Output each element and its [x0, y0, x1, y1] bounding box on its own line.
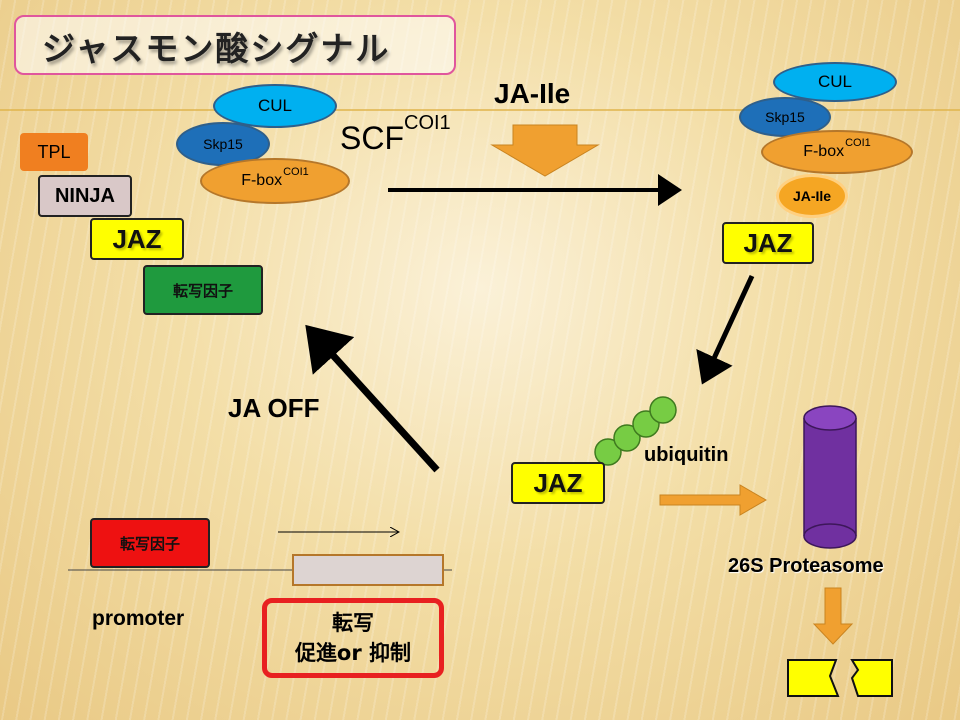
cul-ellipse-left: CUL: [213, 84, 337, 128]
cul-ellipse-right: CUL: [773, 62, 897, 102]
result-line-2: 促進or 抑制: [294, 641, 412, 665]
proteasome-label: 26S Proteasome: [728, 555, 884, 577]
ubiquitin-bead: [649, 396, 677, 424]
scf-sup: COI1: [404, 112, 451, 134]
proteasome-cylinder: [803, 405, 857, 549]
result-box: 転写 促進or 抑制: [262, 598, 444, 678]
fbox-label: F-box: [241, 172, 283, 189]
ubiquitin-orange-arrow: [659, 484, 768, 516]
ja-off-label: JA OFF: [228, 393, 320, 423]
scf-label: SCFCOI1: [340, 112, 451, 156]
ubiquitin-label: ubiquitin: [644, 444, 729, 466]
ja-off-arrow: [305, 324, 440, 473]
ubiquitin-bead: [613, 424, 641, 452]
jaz-box-ubiquitinated: JAZ: [511, 462, 605, 504]
jaz-box-right: JAZ: [722, 222, 814, 264]
slide-title: ジャスモン酸シグナル: [42, 29, 391, 68]
cul-label: CUL: [257, 96, 292, 115]
jaz-to-ubiquitin-arrow: [696, 274, 755, 385]
ja-ile-down-arrow: [490, 124, 600, 177]
ja-ile-label: JA-Ile: [494, 78, 571, 109]
skp-label: Skp15: [203, 136, 243, 152]
jaz-fragment-left: [787, 659, 840, 697]
tpl-box: TPL: [20, 133, 88, 171]
fbox-sup: COI1: [283, 166, 309, 178]
result-line-1: 転写: [332, 611, 374, 635]
gene-box: [292, 554, 444, 586]
ubiquitin-bead: [594, 438, 622, 466]
transcription-factor-green: 転写因子: [143, 265, 263, 315]
transcription-factor-red: 転写因子: [90, 518, 210, 568]
jaz-fragment-right: [850, 659, 893, 697]
ja-ile-ellipse: JA-Ile: [776, 174, 848, 218]
jaz-box-left: JAZ: [90, 218, 184, 260]
title-box: [14, 15, 456, 75]
promoter-label: promoter: [92, 607, 185, 630]
proteasome-down-arrow: [812, 587, 854, 645]
ninja-box: NINJA: [38, 175, 132, 217]
